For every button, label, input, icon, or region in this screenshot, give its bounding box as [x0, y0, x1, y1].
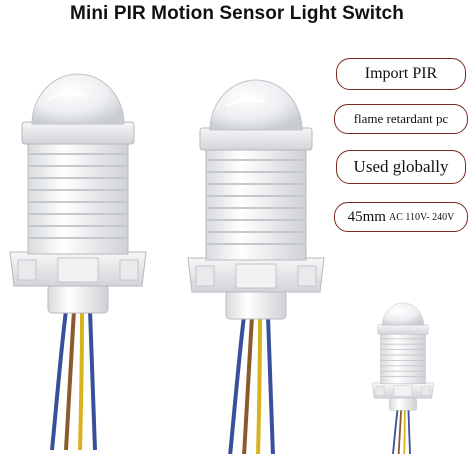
- pir-sensor-small: [371, 301, 435, 454]
- badge-size-voltage: 45mm AC 110V- 240V: [334, 202, 468, 232]
- badge-size-label: 45mm: [347, 208, 386, 225]
- badge-used-globally-label: Used globally: [353, 157, 449, 176]
- product-title: Mini PIR Motion Sensor Light Switch: [70, 3, 404, 24]
- badge-flame-retardant-label: flame retardant pc: [353, 111, 449, 126]
- badge-voltage-label: AC 110V- 240V: [388, 211, 455, 223]
- badge-import-pir-label: Import PIR: [364, 65, 438, 82]
- badge-import-pir: Import PIR: [336, 58, 466, 90]
- badge-flame-retardant: flame retardant pc: [334, 104, 468, 134]
- pir-sensor-large-left: [8, 72, 148, 452]
- badge-used-globally: Used globally: [336, 150, 466, 184]
- pir-sensor-large-right: [186, 78, 326, 454]
